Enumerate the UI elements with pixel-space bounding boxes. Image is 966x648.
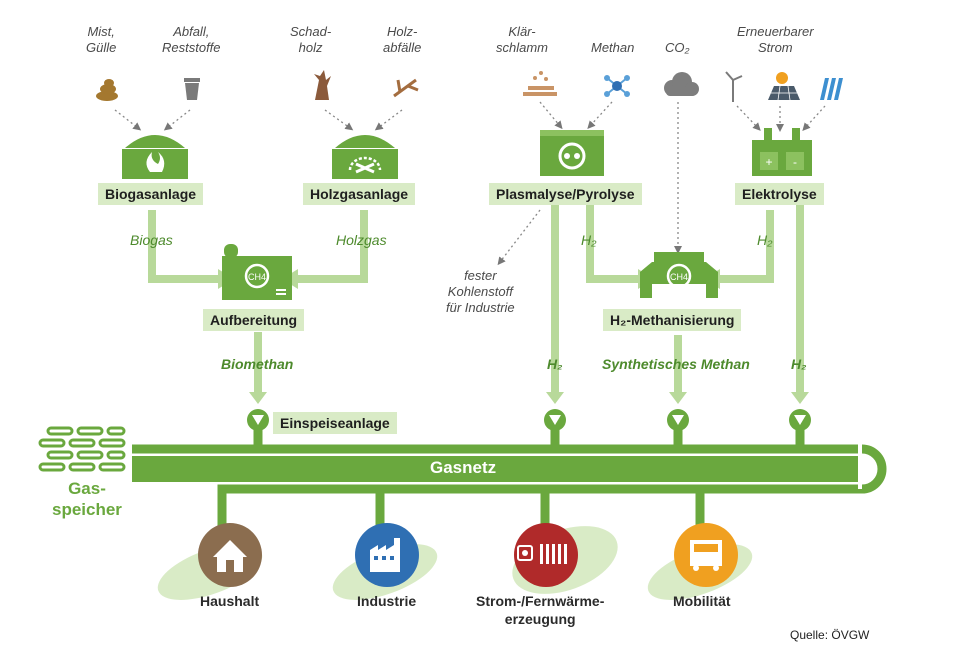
aufbereitung-icon: CH4 (222, 244, 292, 300)
source-methan: Methan (591, 40, 635, 55)
holzgas-plant-icon (332, 135, 398, 179)
flow-biogas: Biogas (130, 232, 173, 248)
source-co2: CO₂ (665, 40, 690, 55)
solar-panel-icon (768, 72, 800, 101)
consumer-mobilitaet: Mobilität (673, 593, 731, 609)
gasspeicher-label: Gas-speicher (52, 479, 122, 519)
flow-h2-elektro: H₂ (757, 232, 773, 248)
flow-h2-feed2: H₂ (791, 356, 807, 372)
house-icon (198, 523, 262, 587)
trash-bin-icon (184, 78, 200, 100)
svg-text:-: - (793, 155, 797, 169)
source-abfall: Abfall,Reststoffe (162, 24, 221, 55)
plant-methanisierung: H₂-Methanisierung (603, 309, 742, 331)
source-arrows (114, 101, 826, 266)
sludge-icon (523, 71, 557, 96)
gasnetz-band (130, 456, 862, 482)
tree-stump-icon (314, 70, 331, 100)
hydro-icon (820, 78, 843, 100)
plant-plasmalyse: Plasmalyse/Pyrolyse (489, 183, 642, 205)
plant-elektrolyse: Elektrolyse (735, 183, 824, 205)
source-mist: Mist,Gülle (86, 24, 117, 55)
elektrolyse-icon: + - (752, 128, 812, 176)
pipe-flanges (128, 444, 862, 489)
consumer-strom: Strom-/Fernwärme-erzeugung (476, 593, 605, 627)
methanisierung-icon: CH4 (640, 252, 718, 298)
plant-einspeise: Einspeiseanlage (273, 412, 397, 434)
poop-icon (96, 79, 118, 101)
source-klaerschlamm: Klär-schlamm (496, 24, 549, 55)
factory-icon (355, 523, 419, 587)
process-pipes (148, 205, 804, 395)
biogas-plant-icon (122, 135, 188, 179)
flow-holzgas: Holzgas (336, 232, 387, 248)
flow-biomethan: Biomethan (221, 356, 294, 372)
feed-in-valves (247, 409, 811, 431)
source-credit: Quelle: ÖVGW (790, 628, 870, 642)
source-schadholz: Schad-holz (290, 24, 332, 55)
consumer-haushalt: Haushalt (200, 593, 260, 609)
flow-synth-methan: Synthetisches Methan (602, 356, 750, 372)
molecule-icon (604, 75, 630, 97)
plasmalyse-icon (540, 130, 604, 176)
branches-icon (393, 78, 419, 98)
power-plant-icon (514, 523, 578, 587)
plant-biogas: Biogasanlage (98, 183, 204, 205)
plant-holzgas: Holzgasanlage (303, 183, 416, 205)
consumer-industrie: Industrie (357, 593, 417, 609)
flow-h2-plasma: H₂ (581, 232, 597, 248)
svg-text:CH4: CH4 (670, 272, 688, 282)
source-holzabfaelle: Holz-abfälle (383, 24, 422, 55)
wind-turbine-icon (725, 71, 743, 102)
cloud-icon (664, 72, 699, 96)
svg-text:CH4: CH4 (248, 272, 266, 282)
plant-aufbereitung: Aufbereitung (203, 309, 305, 331)
flow-h2-feed1: H₂ (547, 356, 563, 372)
gas-network (130, 430, 887, 530)
truck-icon (674, 523, 738, 587)
svg-text:+: + (765, 155, 772, 169)
gasnetz-label: Gasnetz (430, 458, 497, 477)
gas-storage-icon (38, 426, 126, 472)
